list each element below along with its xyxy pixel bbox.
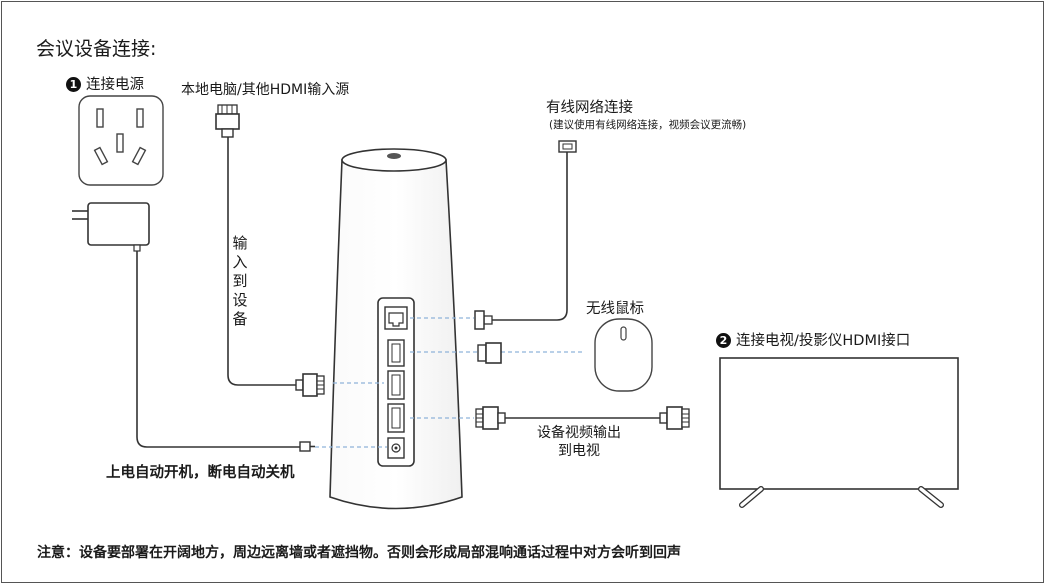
conference-device — [329, 148, 463, 510]
display-step-label: 连接电视/投影仪HDMI接口 — [736, 333, 911, 349]
video-output-line2: 到电视 — [558, 443, 600, 459]
hdmi-port-icon — [387, 403, 405, 433]
hdmi-source-label: 本地电脑/其他HDMI输入源 — [181, 82, 350, 98]
dc-plug-icon — [299, 441, 315, 452]
hdmi-port-icon — [387, 370, 405, 400]
video-output-line1: 设备视频输出 — [537, 425, 621, 441]
placement-notice: 注意：设备要部署在开阔地方，周边远离墙或者遮挡物。否则会形成局部混响通话过程中对… — [37, 545, 681, 561]
wireless-mouse-icon — [594, 318, 653, 392]
display-step-heading: 2 连接电视/投影仪HDMI接口 — [716, 329, 910, 350]
usb-port-icon — [387, 339, 405, 367]
ethernet-plug-icon — [474, 310, 493, 330]
power-outlet-icon — [78, 95, 164, 186]
hdmi-plug-icon — [295, 373, 325, 397]
wireless-mouse-label: 无线鼠标 — [586, 301, 644, 317]
page-title: 会议设备连接: — [36, 38, 157, 60]
power-cable — [136, 251, 300, 448]
ethernet-plug-icon — [558, 140, 577, 153]
ethernet-cable — [492, 152, 568, 321]
ethernet-port-icon — [384, 306, 408, 330]
power-step-label: 连接电源 — [86, 77, 144, 93]
power-adapter-icon — [72, 202, 150, 252]
dc-port-icon — [387, 437, 405, 459]
wired-network-label: 有线网络连接 — [546, 100, 633, 116]
hdmi-input-cable — [227, 137, 296, 386]
wired-network-note: (建议使用有线网络连接，视频会议更流畅) — [549, 119, 747, 131]
port-guide-lines — [315, 317, 582, 448]
video-output-label: 设备视频输出 到电视 — [537, 424, 621, 460]
step-number-badge: 1 — [66, 77, 81, 92]
hdmi-plug-icon — [659, 406, 690, 430]
hdmi-plug-icon — [215, 104, 240, 138]
power-step-heading: 1 连接电源 — [66, 73, 144, 94]
auto-power-label: 上电自动开机，断电自动关机 — [106, 465, 295, 481]
step-number-badge: 2 — [716, 333, 731, 348]
input-to-device-label: 输入到设备 — [232, 234, 248, 328]
hdmi-plug-icon — [475, 406, 506, 430]
tv-icon — [719, 357, 959, 508]
usb-dongle-icon — [477, 342, 502, 364]
